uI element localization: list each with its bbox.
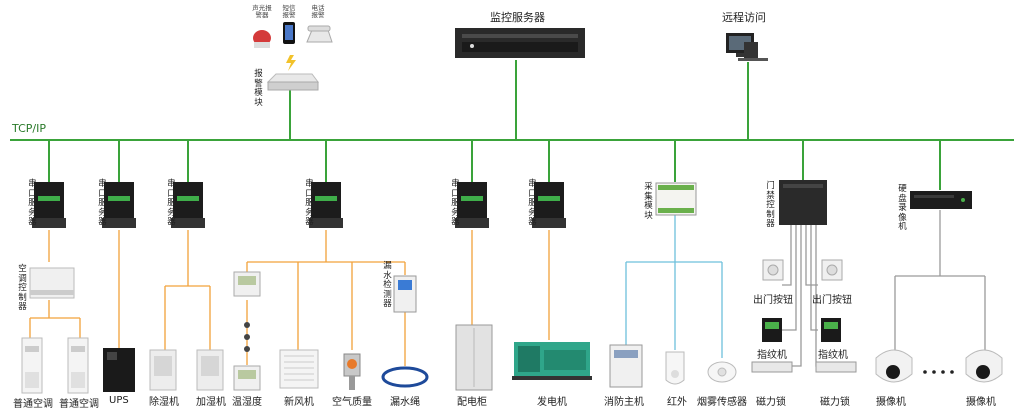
device-label: 除湿机: [149, 397, 179, 408]
fresh-air-unit-icon: [279, 349, 319, 389]
leak-rope-icon: [381, 366, 429, 388]
serial-server-icon: [171, 182, 205, 228]
camera-icon: [965, 349, 1003, 383]
device-label: 摄像机: [876, 397, 906, 408]
device-label: 磁力锁: [820, 397, 850, 408]
device-label: 发电机: [537, 397, 567, 408]
device-label: 普通空调: [13, 399, 53, 410]
magnetic-lock-icon: [815, 361, 857, 373]
fire-alarm-host-icon: [609, 344, 643, 388]
camera-icon: [875, 349, 913, 383]
exit-button-icon: [762, 259, 784, 281]
device-label: 红外: [667, 397, 687, 408]
leak-detector-label: 漏水检测器: [383, 261, 392, 309]
dvr-icon: [910, 191, 972, 209]
device-label: 出门按钮: [812, 295, 852, 306]
temp-humidity-sensor-icon: [233, 365, 261, 391]
sound-light-alarm-label: 声光报警器: [252, 4, 272, 19]
ac-controller-icon: [29, 267, 75, 299]
ellipsis-dots: [923, 370, 954, 374]
device-label: UPS: [109, 395, 129, 406]
temp-humidity-sensor-icon: [233, 271, 261, 297]
device-label: 普通空调: [59, 399, 99, 410]
device-label: 配电柜: [457, 397, 487, 408]
alarm-module-label: 报警模块: [254, 69, 263, 108]
serial-server-label: 串口服务器: [528, 179, 537, 227]
power-cabinet-icon: [455, 324, 493, 391]
door-controller-icon: [779, 180, 827, 225]
serial-server-icon: [32, 182, 66, 228]
network-label: TCP/IP: [12, 122, 46, 135]
sms-alarm-label: 短信报警: [282, 4, 296, 19]
serial-server-label: 串口服务器: [28, 179, 37, 227]
phone-alarm-label: 电话报警: [311, 4, 325, 19]
device-label: 加湿机: [196, 397, 226, 408]
device-label: 烟雾传感器: [697, 397, 747, 408]
serial-server-label: 串口服务器: [167, 179, 176, 227]
device-label: 空气质量: [332, 397, 372, 408]
infrared-sensor-icon: [665, 351, 685, 385]
air-conditioner-icon: [21, 337, 43, 394]
device-label: 摄像机: [966, 397, 996, 408]
acquisition-module-icon: [655, 182, 697, 216]
fingerprint-reader-icon: [821, 318, 841, 342]
leak-detector-icon: [393, 275, 417, 313]
humidifier-icon: [196, 349, 224, 391]
device-label: 出门按钮: [753, 295, 793, 306]
mobile-phone-icon: [283, 22, 295, 44]
device-label: 消防主机: [604, 397, 644, 408]
remote-computer-icon: [726, 33, 768, 61]
acquisition-module-label: 采集模块: [644, 182, 653, 221]
serial-server-label: 串口服务器: [98, 179, 107, 227]
siren-icon: [253, 30, 271, 48]
air-quality-sensor-icon: [343, 353, 361, 390]
device-label: 新风机: [284, 397, 314, 408]
device-label: 指纹机: [757, 350, 787, 361]
dvr-label: 硬盘录像机: [898, 184, 907, 232]
ac-controller-label: 空调控制器: [18, 264, 27, 312]
serial-server-icon: [309, 182, 343, 228]
exit-button-icon: [821, 259, 843, 281]
device-label: 温湿度: [232, 397, 262, 408]
device-label: 指纹机: [818, 350, 848, 361]
device-label: 磁力锁: [756, 397, 786, 408]
monitoring-server-icon: [455, 28, 585, 58]
serial-server-icon: [532, 182, 566, 228]
serial-server-icon: [102, 182, 136, 228]
ups-icon: [103, 348, 135, 392]
serial-server-icon: [455, 182, 489, 228]
lightning-icon: [286, 55, 296, 71]
generator-icon: [512, 342, 592, 380]
remote-access-label: 远程访问: [722, 11, 766, 24]
desk-phone-icon: [306, 25, 333, 43]
device-label: 漏水绳: [390, 397, 420, 408]
dehumidifier-icon: [149, 349, 177, 391]
smoke-sensor-icon: [707, 361, 737, 383]
alarm-module-icon: [266, 73, 319, 91]
door-controller-label: 门禁控制器: [766, 181, 775, 229]
serial-server-label: 串口服务器: [451, 179, 460, 227]
magnetic-lock-icon: [751, 361, 793, 373]
fingerprint-reader-icon: [762, 318, 782, 342]
serial-server-label: 串口服务器: [305, 179, 314, 227]
server-label: 监控服务器: [490, 11, 545, 24]
air-conditioner-icon: [67, 337, 89, 394]
